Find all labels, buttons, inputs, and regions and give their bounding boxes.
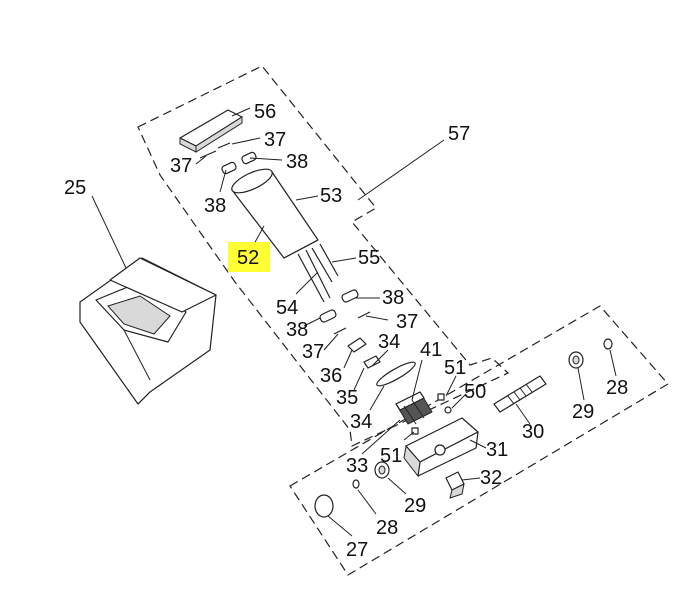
callout-41: 41 — [420, 339, 442, 361]
callout-55: 55 — [358, 247, 380, 269]
callout-38-top-left: 38 — [204, 195, 226, 217]
part-54-55-rods — [297, 243, 339, 303]
callout-51-lower: 51 — [380, 445, 402, 467]
part-33-41-gear-pack — [395, 391, 433, 425]
callout-53: 53 — [320, 185, 342, 207]
callout-34-upper: 34 — [378, 331, 400, 353]
callout-28-upper: 28 — [606, 377, 628, 399]
callout-52: 52 — [237, 247, 259, 269]
part-27-end-cap — [314, 494, 334, 518]
pins-and-springs-middle — [319, 289, 371, 335]
callout-56: 56 — [254, 101, 276, 123]
callout-38-top-right: 38 — [286, 151, 308, 173]
lower-group-outline — [289, 305, 669, 576]
part-29-bearing-lower — [374, 461, 390, 479]
callout-35: 35 — [336, 387, 358, 409]
callout-54: 54 — [276, 297, 298, 319]
callout-32: 32 — [480, 467, 502, 489]
callout-37-middle-left: 37 — [302, 341, 324, 363]
callout-29-upper: 29 — [572, 401, 594, 423]
part-28-ring-lower — [352, 479, 360, 489]
callout-38-middle-left: 38 — [286, 319, 308, 341]
callout-30: 30 — [522, 421, 544, 443]
callout-28-lower: 28 — [376, 517, 398, 539]
callout-52-highlight — [228, 242, 270, 272]
callout-33: 33 — [346, 455, 368, 477]
parts-50-51 — [411, 393, 452, 435]
part-31-block — [403, 417, 479, 478]
callout-29-lower: 29 — [404, 495, 426, 517]
callout-34-lower: 34 — [350, 411, 372, 433]
upper-group-outline — [137, 65, 510, 447]
part-56-top-plate — [179, 109, 243, 153]
callout-labels: 25 56 37 37 38 38 53 57 52 55 54 38 38 3… — [64, 101, 628, 561]
callout-36: 36 — [320, 365, 342, 387]
leader-lines — [91, 107, 617, 537]
part-53-cylinder — [231, 168, 319, 259]
callout-37-top-left: 37 — [170, 155, 192, 177]
part-30-worm-shaft — [493, 375, 547, 413]
callout-37-top-right: 37 — [264, 129, 286, 151]
callout-37-middle-right: 37 — [396, 311, 418, 333]
callout-50: 50 — [464, 381, 486, 403]
callout-27: 27 — [346, 539, 368, 561]
callout-57: 57 — [448, 123, 470, 145]
part-29-bearing-upper — [568, 351, 584, 369]
pins-and-springs-top — [199, 142, 257, 175]
callout-31: 31 — [486, 439, 508, 461]
part-28-ring-upper — [603, 338, 613, 350]
callout-25: 25 — [64, 177, 86, 199]
part-25-housing — [79, 257, 217, 405]
callout-38-middle-right: 38 — [382, 287, 404, 309]
callout-51-upper: 51 — [444, 357, 466, 379]
part-32-screw — [445, 471, 465, 499]
